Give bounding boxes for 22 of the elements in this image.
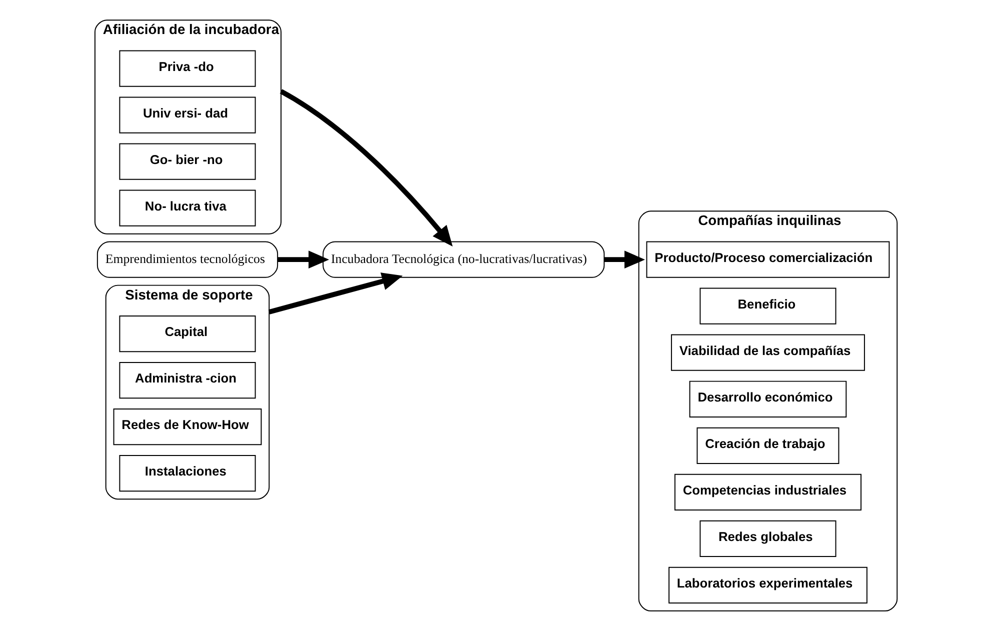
node-box: Incubadora Tecnológica (no-lucrativas/lucrativas) [322,241,604,278]
node-box: Laboratorios experimentales [668,566,867,604]
node-box: Redes de Know-How [112,408,262,446]
node-box: Viabilidad de las compañías [670,334,864,371]
node-box: Administra -cion [118,362,256,399]
node-box: Desarrollo económico [688,380,846,418]
node-box: Univ ersi- dad [118,96,256,134]
arrow [279,89,452,246]
node-box: Producto/Proceso comercialización [646,241,890,278]
node-box: Creación de trabajo [696,427,839,464]
arrow [604,250,644,269]
node-box: Go- bier -no [118,143,256,180]
arrow [268,272,402,314]
node-box: Emprendimientos tecnológicos [96,241,278,278]
node-box: No- lucra tiva [118,190,256,226]
node-box: Priva -do [118,50,256,87]
node-box: Competencias industriales [674,474,861,510]
node-box: Beneficio [699,288,836,324]
node-box: Redes globales [699,520,836,557]
node-box: Instalaciones [118,455,256,492]
node-box: Capital [118,316,256,352]
arrow [277,250,329,269]
